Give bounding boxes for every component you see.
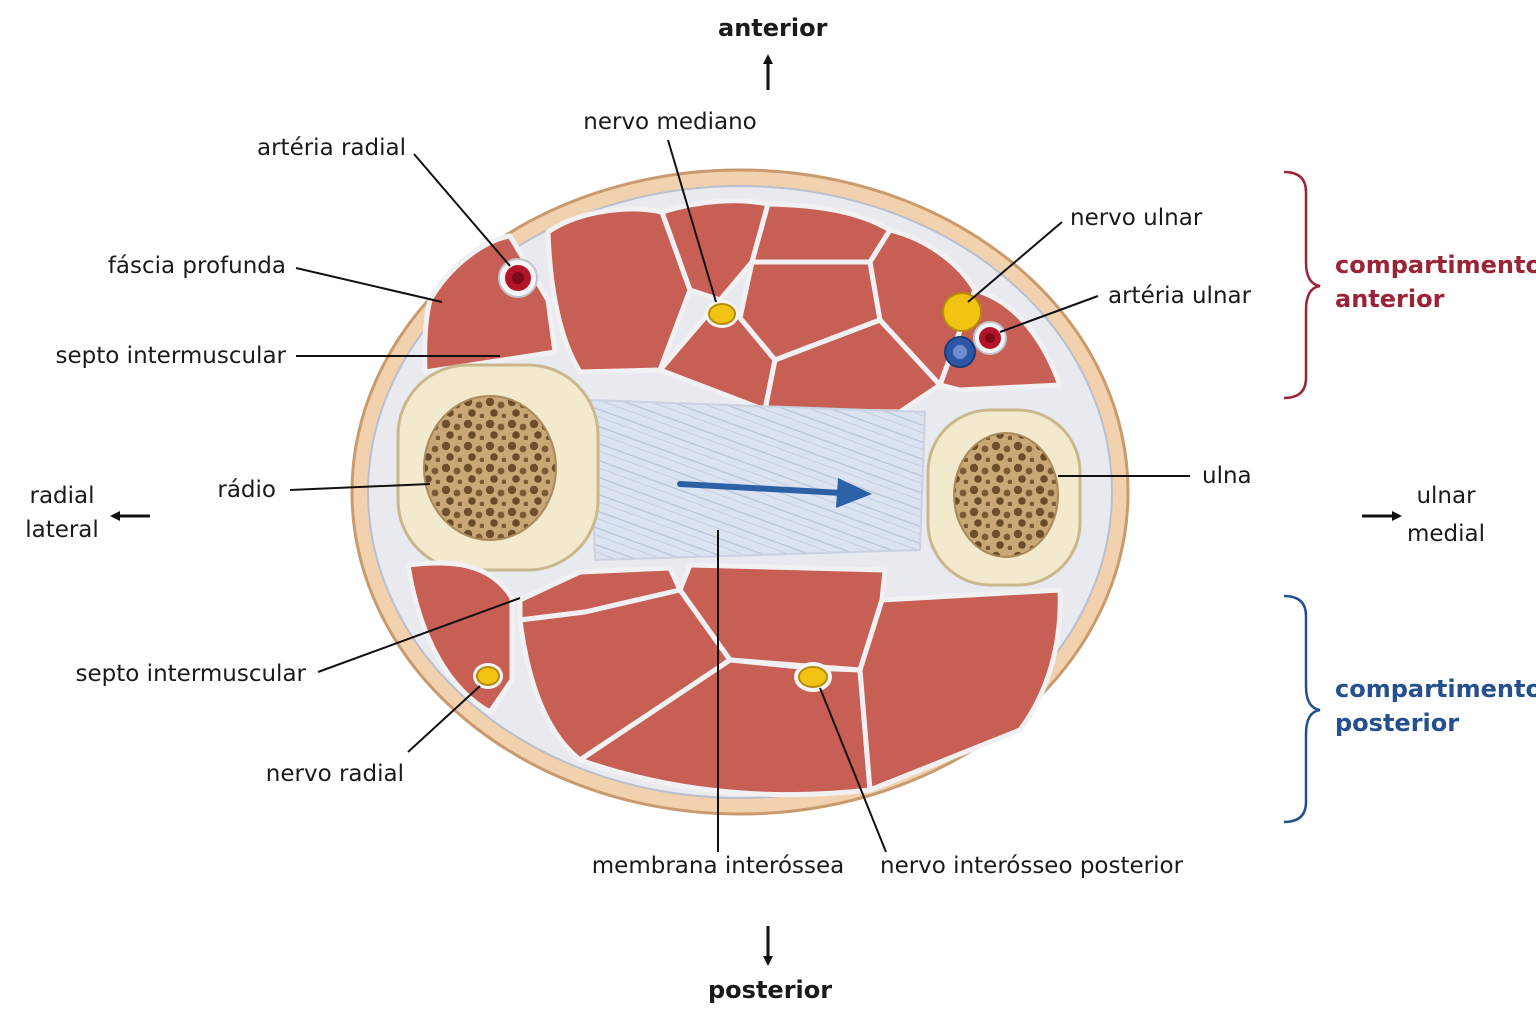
label-septo-intermuscular-anterior: septo intermuscular — [55, 343, 286, 369]
label-ulna: ulna — [1202, 463, 1252, 489]
posterior-muscles — [405, 560, 1063, 798]
posterior-label: posterior — [708, 976, 833, 1004]
label-radio: rádio — [217, 477, 276, 503]
muscle-anterior-2 — [659, 198, 771, 303]
interosseous-membrane — [588, 398, 927, 562]
posterior-compartment-title: compartimento — [1335, 675, 1536, 703]
ulnar-artery — [973, 321, 1007, 355]
median-nerve — [705, 300, 739, 328]
label-nervo-radial: nervo radial — [265, 761, 404, 787]
radial-label: radial — [29, 483, 95, 509]
radial-artery — [498, 258, 538, 298]
label-septo-intermuscular-posterior: septo intermuscular — [75, 661, 306, 687]
medial-label: medial — [1406, 521, 1486, 547]
label-membrana-interossea: membrana interóssea — [591, 853, 845, 879]
lateral-label: lateral — [25, 517, 99, 543]
label-arteria-radial: artéria radial — [257, 135, 406, 161]
ulnar-nerve — [942, 292, 982, 332]
radial-nerve — [473, 663, 503, 689]
ulnar-label: ulnar — [1416, 483, 1476, 509]
label-nervo-mediano: nervo mediano — [583, 109, 757, 135]
muscle-anterior-6 — [762, 317, 943, 415]
label-fascia-profunda: fáscia profunda — [107, 253, 286, 279]
anterior-compartment-title: compartimento — [1335, 251, 1536, 279]
label-arteria-ulnar: artéria ulnar — [1108, 283, 1252, 309]
posterior-compartment-brace — [1283, 594, 1321, 824]
posterior-interosseous-nerve — [794, 662, 832, 692]
leader-lines — [289, 139, 1190, 853]
anterior-compartment-subtitle: anterior — [1335, 285, 1445, 313]
radius-bone — [396, 363, 600, 572]
muscle-posterior-5 — [857, 587, 1063, 793]
membrane-direction-arrow — [677, 478, 872, 508]
anterior-label: anterior — [718, 14, 828, 42]
label-nervo-interosseo-posterior: nervo interósseo posterior — [880, 853, 1184, 879]
posterior-compartment-subtitle: posterior — [1335, 709, 1460, 737]
label-nervo-ulnar: nervo ulnar — [1070, 205, 1203, 231]
direction-arrows — [110, 54, 1402, 966]
ulna-bone — [926, 408, 1082, 587]
anterior-compartment-brace — [1283, 170, 1321, 400]
ulnar-vein — [944, 336, 976, 368]
